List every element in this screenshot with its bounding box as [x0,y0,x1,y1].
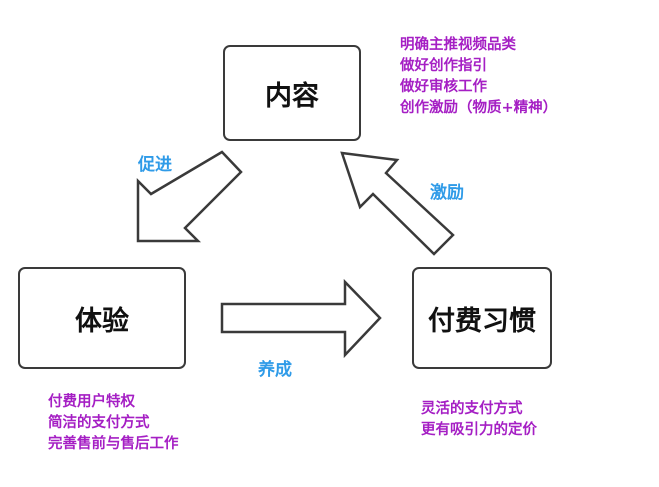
edge-label-promote: 促进 [138,155,172,175]
note-payment-habit: 灵活的支付方式 更有吸引力的定价 [421,399,537,441]
edge-label-incentive: 激励 [430,183,464,203]
note-content-line: 做好创作指引 [400,58,487,74]
node-content: 内容 [223,45,361,141]
note-content-line: 做好审核工作 [400,79,487,95]
note-content: 明确主推视频品类 做好创作指引 做好审核工作 创作激励（物质+精神） [400,35,557,119]
note-experience-line: 完善售前与售后工作 [48,436,179,452]
node-payment-habit-label: 付费习惯 [428,305,536,337]
node-experience-label: 体验 [75,305,129,337]
note-experience-line: 简洁的支付方式 [48,415,150,431]
node-experience: 体验 [18,267,186,369]
arrow-payment-to-content [340,151,455,256]
edge-label-develop: 养成 [258,360,292,380]
node-content-label: 内容 [265,80,319,112]
note-experience-line: 付费用户特权 [48,394,135,410]
note-content-line: 明确主推视频品类 [400,37,516,53]
node-payment-habit: 付费习惯 [412,267,552,369]
note-payment-habit-line: 更有吸引力的定价 [421,422,537,438]
arrow-experience-to-payment [220,278,382,359]
arrow-content-to-experience [136,150,243,243]
note-content-line: 创作激励（物质+精神） [400,100,558,116]
note-experience: 付费用户特权 简洁的支付方式 完善售前与售后工作 [48,392,179,455]
note-payment-habit-line: 灵活的支付方式 [421,401,523,417]
